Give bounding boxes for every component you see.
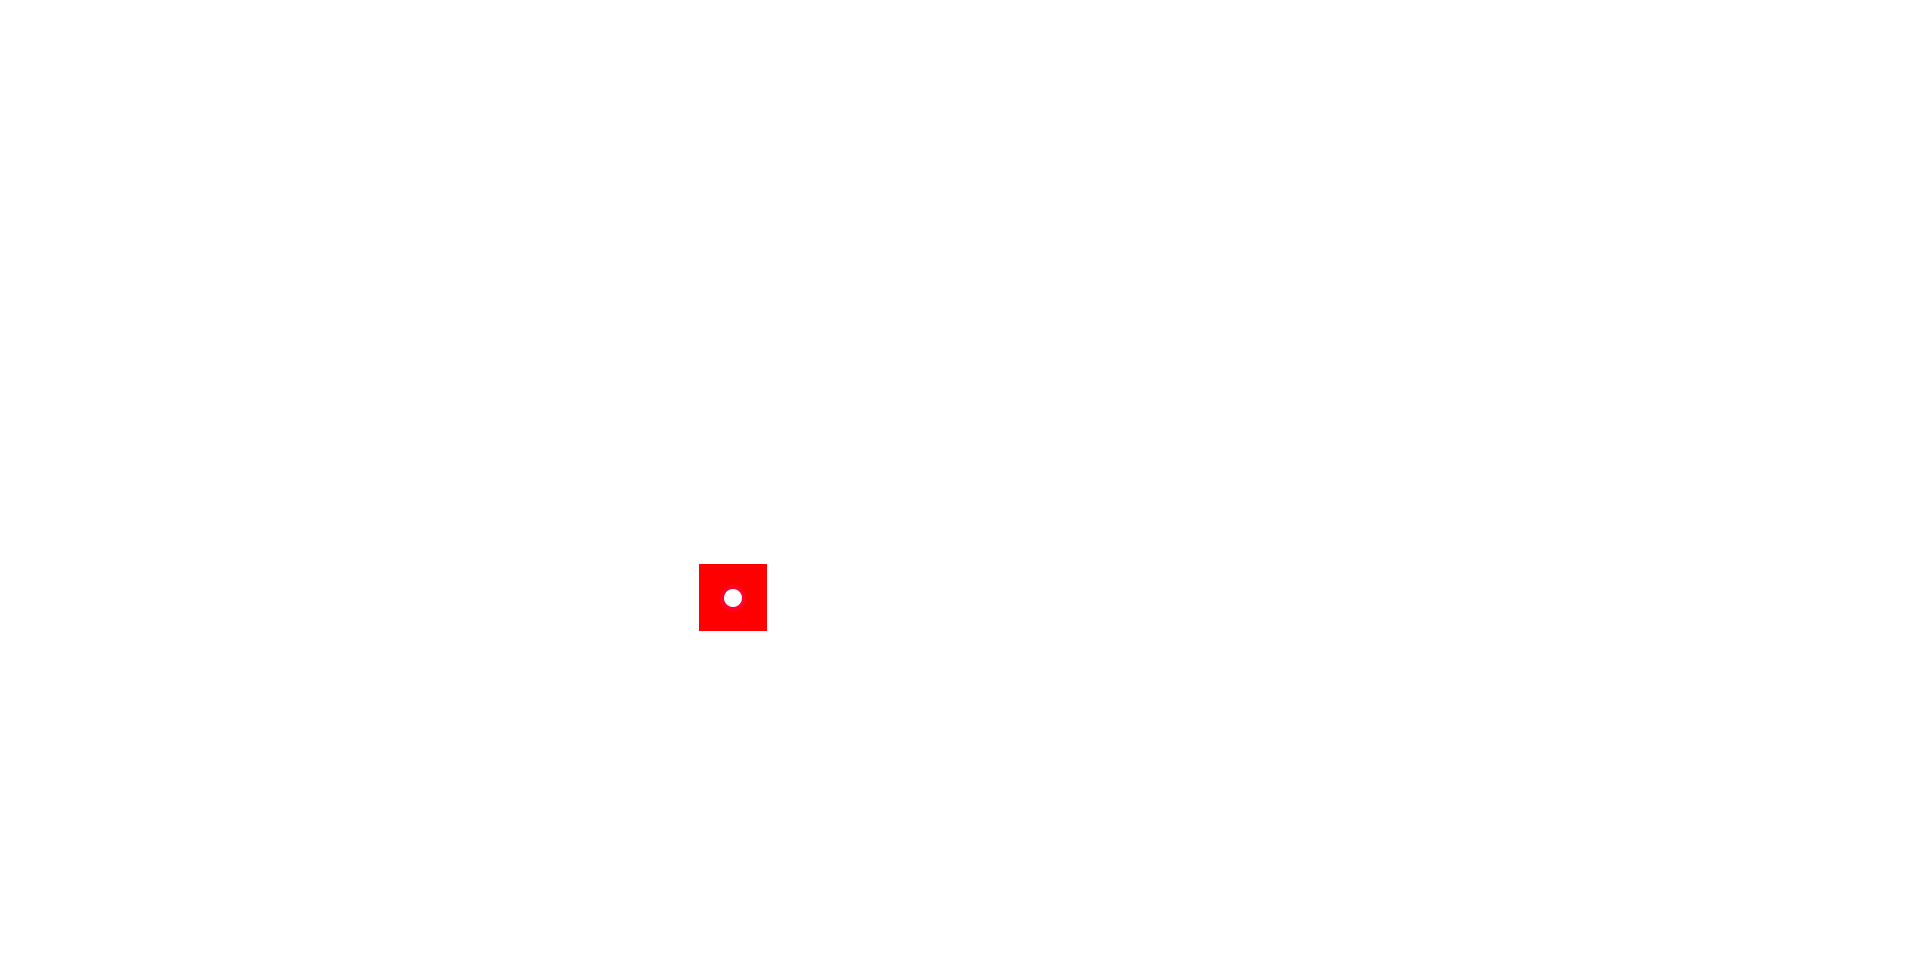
click-target-marker[interactable] [699, 564, 767, 631]
target-center-dot-icon [724, 588, 742, 607]
